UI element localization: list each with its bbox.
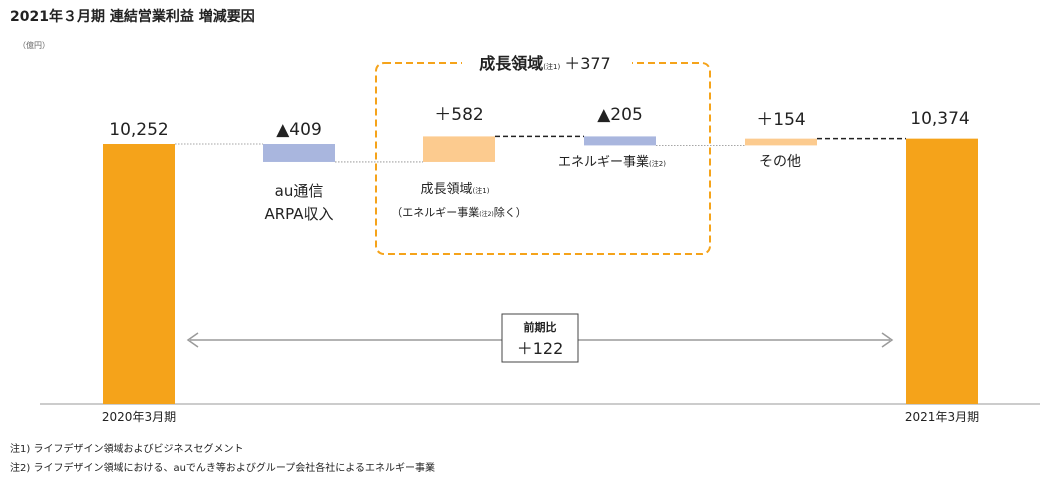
note-mark: (注1) xyxy=(473,186,490,195)
growth-area-label-bg xyxy=(462,52,632,74)
axis-label-start: 2020年3月期 xyxy=(102,410,176,424)
comparison-arrow-right-head xyxy=(881,332,894,348)
comparison-arrow-left-head xyxy=(186,332,199,348)
value-label-energy: ▲205 xyxy=(597,105,643,125)
bar-start xyxy=(103,144,175,404)
value-label-growth: ＋582 xyxy=(434,105,483,125)
growth-area-label: 成長領域(注1) ＋377 xyxy=(479,54,610,73)
footnote-2: 注2) ライフデザイン領域における、auでんき等およびグループ会社各社によるエネ… xyxy=(10,463,436,474)
bar-end xyxy=(906,138,978,404)
bar-growth xyxy=(423,136,495,162)
note-mark: (注2) xyxy=(649,159,666,168)
comparison-box xyxy=(501,313,579,363)
sublabel-tail: 除く） xyxy=(494,205,527,219)
category-label-other: その他 xyxy=(759,154,801,170)
category-label-au-line1: au通信 xyxy=(275,182,324,200)
value-label-end: 10,374 xyxy=(910,109,969,129)
note-mark: (注2) xyxy=(479,210,494,218)
category-sublabel-growth: （エネルギー事業(注2)除く） xyxy=(391,205,527,219)
comparison-value: ＋122 xyxy=(517,339,564,358)
value-label-au: ▲409 xyxy=(276,120,322,140)
note-mark: (注1) xyxy=(543,62,560,71)
comparison-label: 前期比 xyxy=(524,320,557,334)
footnote-1: 注1) ライフデザイン領域およびビジネスセグメント xyxy=(10,444,244,455)
bar-other xyxy=(745,138,817,146)
category-label-growth: 成長領域(注1) xyxy=(421,181,490,197)
growth-area-name: 成長領域 xyxy=(479,54,543,73)
category-label-energy: エネルギー事業(注2) xyxy=(558,154,666,170)
unit-label: （億円） xyxy=(18,41,50,50)
axis-label-end: 2021年3月期 xyxy=(905,410,979,424)
growth-area-value: ＋377 xyxy=(564,54,611,73)
bar-au xyxy=(263,144,335,162)
value-label-start: 10,252 xyxy=(109,120,168,140)
value-label-other: ＋154 xyxy=(756,110,805,130)
bar-energy xyxy=(584,136,656,146)
chart-title: 2021年３月期 連結営業利益 増減要因 xyxy=(10,9,255,25)
category-label-au-line2: ARPA収入 xyxy=(264,205,333,223)
